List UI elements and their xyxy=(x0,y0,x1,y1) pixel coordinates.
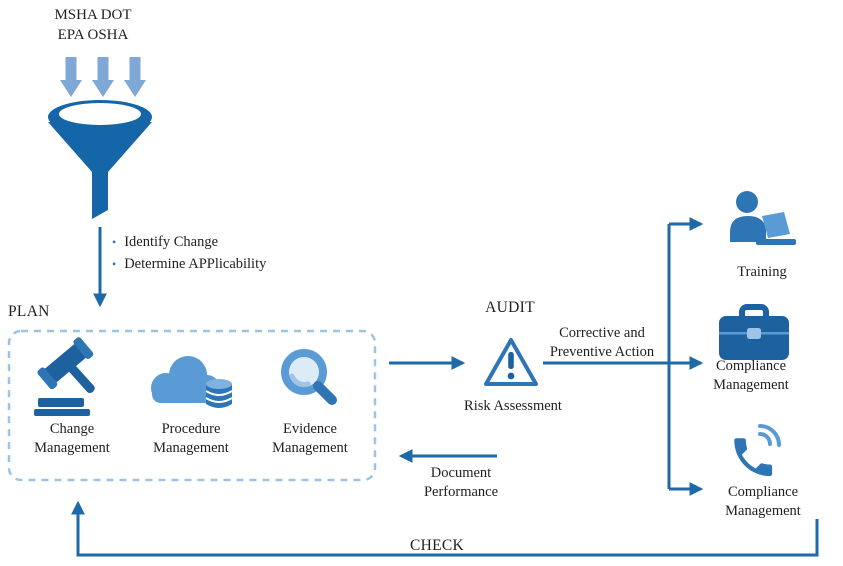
trainer-icon xyxy=(730,191,796,245)
magnifier-icon xyxy=(281,349,337,405)
plan-box xyxy=(7,329,377,482)
compliance-management-1-label: Compliance Management xyxy=(713,358,789,393)
bullet-icon xyxy=(112,256,116,273)
funnel-notes: Identify Change Determine APPlicability xyxy=(112,234,266,278)
check-label: CHECK xyxy=(409,537,465,554)
plan-title: PLAN xyxy=(8,303,50,320)
cloud-database-icon xyxy=(151,356,233,408)
inflow-arrows-icon xyxy=(60,57,146,97)
note-identify-change: Identify Change xyxy=(112,234,266,251)
funnel-icon xyxy=(48,100,152,219)
document-performance-label: Document Performance xyxy=(423,465,499,500)
regulators-line2: EPA OSHA xyxy=(57,26,129,43)
note-text: Determine APPlicability xyxy=(124,256,267,272)
bullet-icon xyxy=(112,234,116,251)
note-text: Identify Change xyxy=(124,234,219,250)
regulators-line1: MSHA DOT xyxy=(54,7,132,23)
risk-assessment-label: Risk Assessment xyxy=(464,398,562,414)
briefcase-icon xyxy=(719,304,789,360)
plan-item-procedure-management-label: Procedure Management xyxy=(153,421,229,456)
corrective-preventive-label: Corrective and Preventive Action xyxy=(549,325,655,360)
note-determine-applicability: Determine APPlicability xyxy=(112,256,266,273)
audit-title: AUDIT xyxy=(485,299,535,316)
phone-icon xyxy=(734,424,781,477)
flow-connectors xyxy=(71,217,819,557)
warning-triangle-icon xyxy=(484,338,538,386)
gavel-icon xyxy=(34,337,95,416)
regulators-label: MSHA DOT EPA OSHA xyxy=(18,6,168,45)
plan-item-evidence-management-label: Evidence Management xyxy=(272,421,348,456)
arrow-check-loop xyxy=(71,500,819,557)
plan-item-change-management-label: Change Management xyxy=(34,421,110,456)
training-label: Training xyxy=(737,264,787,280)
compliance-management-2-label: Compliance Management xyxy=(725,484,801,519)
